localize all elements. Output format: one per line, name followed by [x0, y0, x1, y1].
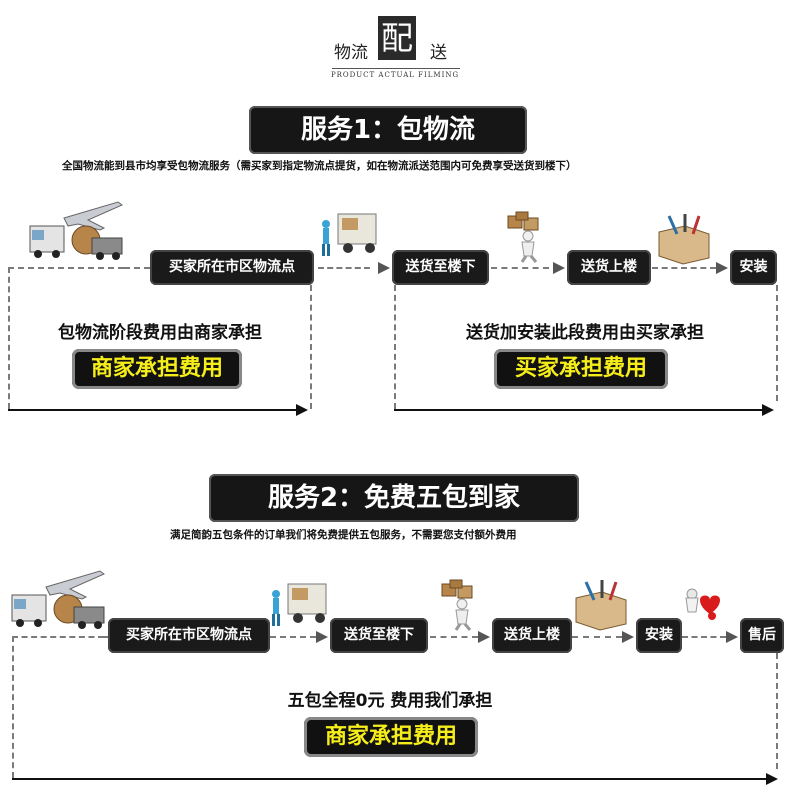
bracket-2-left-top [12, 636, 104, 638]
service1-right-cost: 买家承担费用 [494, 349, 668, 389]
bracket-1-left-side [8, 267, 10, 409]
service2-note: 五包全程0元 费用我们承担 [287, 691, 493, 711]
arrowhead-2-2 [316, 631, 328, 643]
arrowhead-1-2 [378, 262, 390, 274]
step-1-1: 买家所在市区物流点 [150, 250, 314, 285]
delivery-truck-icon [272, 583, 327, 626]
header-left-text: 物流 [334, 43, 368, 63]
bracket-1-right-far [776, 285, 778, 401]
bracket-1-left-right [310, 285, 312, 409]
service1-right-note: 送货加安装此段费用由买家承担 [466, 323, 704, 343]
service2-cost: 商家承担费用 [304, 717, 478, 757]
bracket-1-right-side [394, 285, 396, 409]
bracket-2-arrow [766, 773, 778, 785]
header-emblem: 配 [378, 16, 416, 60]
header-subtitle: PRODUCT ACTUAL FILMING [330, 71, 460, 79]
arrowhead-1-4 [716, 262, 728, 274]
service2-description: 满足简韵五包条件的订单我们将免费提供五包服务，不需要您支付额外费用 [170, 529, 517, 541]
service1-title: 服务1：包物流 [249, 106, 527, 154]
arrowhead-1-3 [553, 262, 565, 274]
service1-left-cost: 商家承担费用 [72, 349, 242, 389]
connector-1-4 [652, 267, 716, 269]
bracket-2-right-side [776, 653, 778, 769]
bracket-1-right-arrow [762, 404, 774, 416]
step-2-3: 送货上楼 [492, 618, 572, 653]
connector-2-4 [572, 636, 622, 638]
step-2-5: 售后 [740, 618, 784, 653]
logistics-vehicles-icon [29, 201, 123, 260]
toolbox-icon [658, 214, 710, 265]
porter-carrying-icon [441, 579, 473, 631]
service1-left-note: 包物流阶段费用由商家承担 [58, 323, 262, 343]
connector-2-1 [104, 636, 108, 638]
step-2-1: 买家所在市区物流点 [108, 618, 270, 653]
connector-2-5 [682, 636, 726, 638]
bracket-1-left-bottom [8, 409, 296, 411]
header-logo: 物流 配 送 PRODUCT ACTUAL FILMING [320, 14, 470, 84]
service1-description: 全国物流能到县市均享受包物流服务（需买家到指定物流点提货，如在物流派送范围内可免… [62, 160, 577, 172]
header-rule [332, 68, 460, 69]
bracket-1-left-arrow [296, 404, 308, 416]
arrowhead-2-3 [478, 631, 490, 643]
bracket-1-right-bottom [394, 409, 762, 411]
red-figures-icon [685, 588, 720, 620]
step-2-2: 送货至楼下 [330, 618, 428, 653]
connector-1-2 [318, 267, 370, 269]
step-2-4: 安装 [636, 618, 682, 653]
toolbox-icon [575, 580, 627, 631]
arrowhead-2-5 [726, 631, 738, 643]
connector-1-1 [124, 267, 150, 269]
bracket-2-left-side [12, 636, 14, 778]
header-right-text: 送 [430, 43, 447, 63]
connector-2-2 [270, 636, 316, 638]
delivery-truck-icon [322, 213, 377, 256]
porter-carrying-icon [507, 211, 539, 263]
connector-1-3 [491, 267, 549, 269]
arrowhead-2-4 [622, 631, 634, 643]
bracket-1-left-top [8, 267, 124, 269]
step-1-4: 安装 [730, 250, 777, 285]
logistics-vehicles-icon [11, 570, 105, 629]
connector-2-3 [430, 636, 478, 638]
step-1-3: 送货上楼 [567, 250, 651, 285]
service2-title: 服务2：免费五包到家 [209, 474, 579, 522]
step-1-2: 送货至楼下 [392, 250, 489, 285]
bracket-2-bottom [12, 778, 766, 780]
